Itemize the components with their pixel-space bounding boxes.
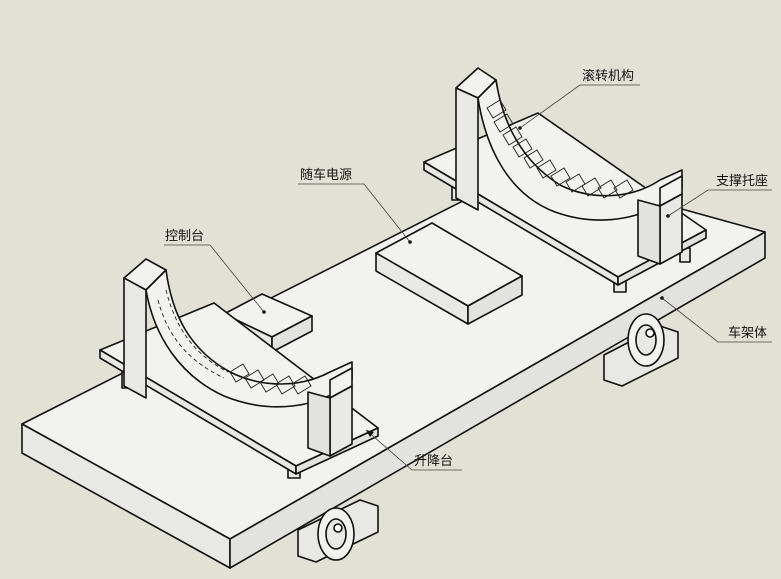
front-support-cradle [123, 258, 353, 457]
leader-lines [164, 84, 772, 471]
wheel-front [297, 499, 379, 563]
label-chassis: 车架体 [728, 325, 767, 341]
rear-rollers [486, 99, 634, 199]
label-lift-platform: 升降台 [414, 454, 453, 469]
power-supply-box [375, 222, 523, 325]
rear-support-cradle [455, 67, 683, 265]
label-support-cradle: 支撑托座 [716, 174, 768, 189]
label-power-supply: 随车电源 [300, 167, 352, 183]
label-control-console: 控制台 [165, 229, 204, 244]
wheel-rear [603, 313, 679, 387]
label-rolling-mechanism: 滚转机构 [582, 68, 634, 84]
front-rollers [157, 289, 312, 395]
